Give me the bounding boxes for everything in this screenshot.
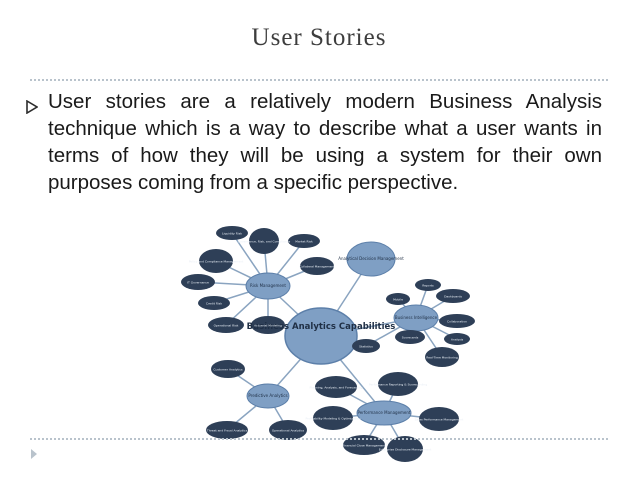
- svg-text:Scorecards: Scorecards: [402, 336, 419, 340]
- svg-text:Reports: Reports: [422, 284, 434, 288]
- svg-text:Predictive Analytics: Predictive Analytics: [248, 393, 287, 398]
- svg-text:Policy and Compliance Manageme: Policy and Compliance Management: [189, 260, 244, 264]
- svg-text:Statistics: Statistics: [359, 345, 373, 349]
- svg-text:Risk Management: Risk Management: [250, 283, 286, 288]
- business-analytics-mindmap: Business Analytics Capabilities Risk Man…: [181, 226, 475, 462]
- svg-text:Sales Performance Management: Sales Performance Management: [415, 418, 464, 422]
- svg-text:Dashboards: Dashboards: [444, 295, 462, 299]
- footer-divider: [30, 438, 608, 440]
- slide-title: User Stories: [251, 24, 387, 51]
- title-divider: [30, 79, 608, 81]
- triangle-bullet-icon: [26, 100, 38, 114]
- svg-text:Collateral Management: Collateral Management: [299, 265, 335, 269]
- svg-text:Credit Risk: Credit Risk: [206, 302, 222, 306]
- svg-text:Performance Management: Performance Management: [358, 410, 411, 415]
- mindmap-center-label: Business Analytics Capabilities: [247, 322, 396, 332]
- mindmap-leaf-nodes: [181, 226, 475, 462]
- svg-text:Real-Time Monitoring: Real-Time Monitoring: [426, 356, 458, 360]
- slide-nav-arrow-icon: [31, 449, 37, 459]
- svg-text:Profitability Modeling & Optim: Profitability Modeling & Optimization: [305, 417, 360, 421]
- svg-text:Actuarial Modeling: Actuarial Modeling: [254, 324, 282, 328]
- svg-text:Analytical Decision Management: Analytical Decision Management: [338, 256, 404, 261]
- svg-text:Mobile: Mobile: [393, 298, 403, 302]
- svg-text:Financial Close Management: Financial Close Management: [343, 444, 387, 448]
- mindmap-labels: Business Analytics Capabilities Risk Man…: [187, 232, 467, 452]
- svg-text:Collaboration: Collaboration: [447, 320, 467, 324]
- svg-text:Operational Analytics: Operational Analytics: [272, 429, 305, 433]
- svg-text:Threat and Fraud Analytics: Threat and Fraud Analytics: [206, 429, 248, 433]
- mindmap-hub-nodes: [245, 241, 439, 426]
- svg-text:IT Governance: IT Governance: [187, 281, 209, 285]
- svg-text:Operational Risk: Operational Risk: [214, 324, 239, 328]
- svg-text:Market Risk: Market Risk: [295, 240, 313, 244]
- svg-text:Performance Reporting & Scorec: Performance Reporting & Scorecarding: [369, 383, 428, 387]
- svg-text:Customer Analytics: Customer Analytics: [213, 368, 243, 372]
- svg-text:Business Intelligence: Business Intelligence: [395, 315, 438, 320]
- svg-text:Analysis: Analysis: [451, 338, 464, 342]
- bullet-text: User stories are a relatively modern Bus…: [48, 90, 602, 194]
- svg-text:Planning, Analysis, and Foreca: Planning, Analysis, and Forecasting: [309, 386, 362, 390]
- svg-text:Liquidity Risk: Liquidity Risk: [222, 232, 242, 236]
- svg-text:Enterprise Disclosure Manageme: Enterprise Disclosure Management: [379, 448, 432, 452]
- svg-text:Governance, Risk, and Complian: Governance, Risk, and Compliance: [238, 240, 291, 244]
